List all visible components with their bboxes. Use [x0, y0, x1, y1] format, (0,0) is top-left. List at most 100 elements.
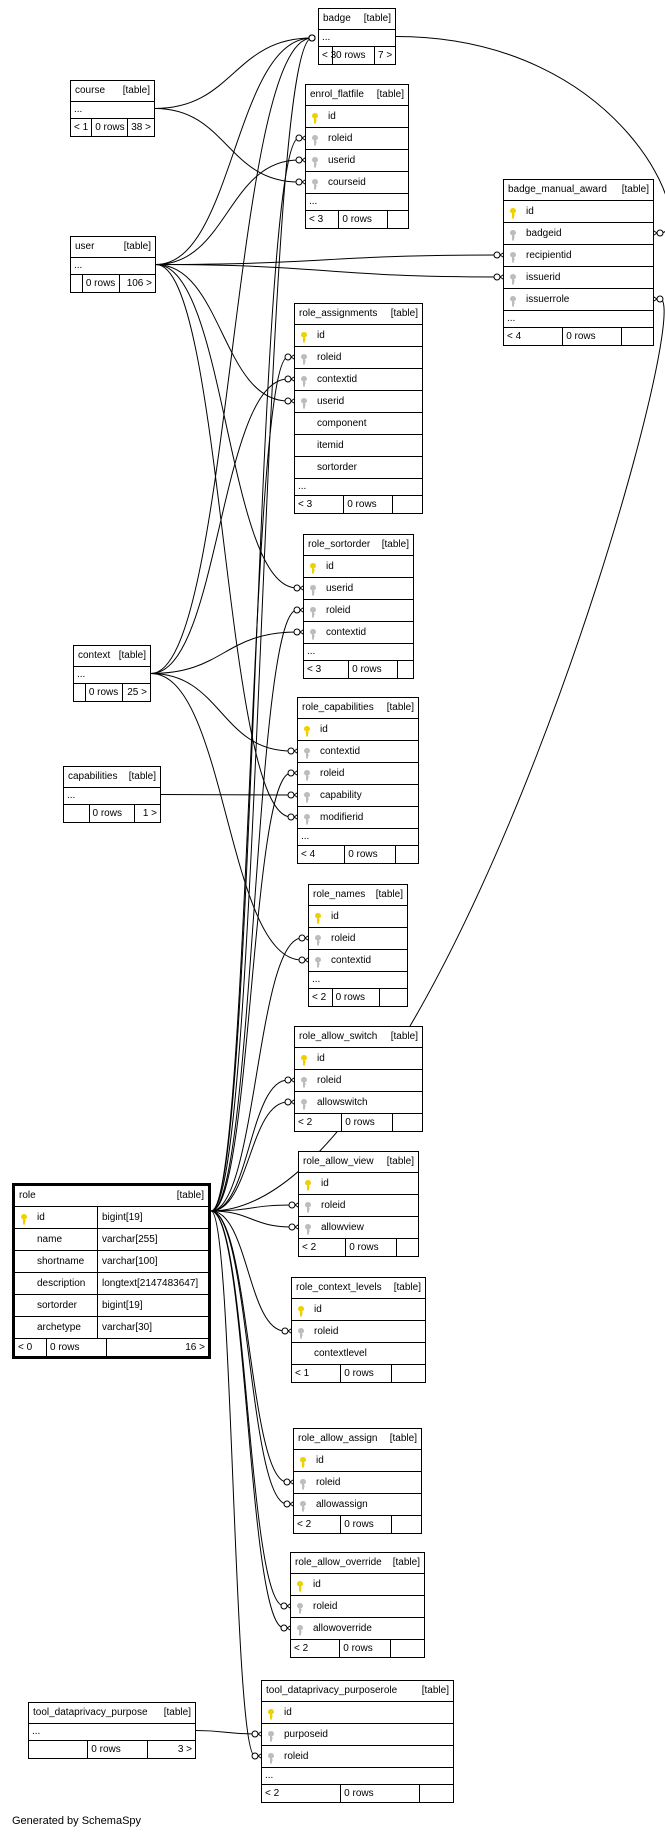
column-row[interactable]: roleid [298, 763, 418, 785]
children-count[interactable]: 1 > [142, 808, 157, 819]
parents-count[interactable]: < 1 [292, 1365, 342, 1382]
column-row[interactable]: roleid [294, 1472, 421, 1494]
table-name[interactable]: context [78, 650, 111, 661]
table-name[interactable]: course [75, 85, 106, 96]
column-row[interactable]: allowview [299, 1217, 418, 1239]
column-row[interactable]: issuerrole [504, 289, 653, 311]
column-row[interactable]: contextlevel [292, 1343, 425, 1365]
parents-count[interactable]: < 2 [262, 1785, 342, 1802]
column-row[interactable]: roleid [306, 128, 408, 150]
column-row[interactable]: userid [304, 578, 413, 600]
children-count[interactable] [392, 1516, 421, 1533]
children-count[interactable] [391, 1640, 424, 1657]
parents-count[interactable] [64, 805, 90, 822]
parents-count[interactable]: < 4 [298, 846, 346, 863]
column-row[interactable]: roleid [309, 928, 407, 950]
column-row[interactable]: contextid [304, 622, 413, 644]
column-row[interactable]: component [295, 413, 422, 435]
column-row[interactable]: id [295, 325, 422, 347]
children-count[interactable]: 38 > [131, 122, 151, 133]
column-row[interactable]: recipientid [504, 245, 653, 267]
column-row[interactable]: contextid [309, 950, 407, 972]
column-row[interactable]: capability [298, 785, 418, 807]
parents-count[interactable]: < 2 [294, 1516, 342, 1533]
table-name[interactable]: role_assignments [299, 308, 378, 319]
column-row[interactable]: id [291, 1574, 424, 1596]
parents-count[interactable]: < 4 [504, 328, 564, 345]
parents-count[interactable] [29, 1741, 89, 1758]
parents-count[interactable]: < 1 [71, 119, 93, 136]
table-name[interactable]: role_names [313, 889, 366, 900]
column-row[interactable]: id [304, 556, 413, 578]
children-count[interactable] [380, 989, 407, 1006]
column-row[interactable]: contextid [295, 369, 422, 391]
column-row[interactable]: roleid [291, 1596, 424, 1618]
parents-count[interactable]: < 3 [319, 47, 336, 64]
column-row[interactable]: roleid [295, 347, 422, 369]
column-row[interactable]: userid [295, 391, 422, 413]
column-row[interactable]: roleid [262, 1746, 453, 1768]
children-count[interactable]: 106 > [126, 278, 152, 289]
column-row[interactable]: roleid [304, 600, 413, 622]
column-row[interactable]: allowoverride [291, 1618, 424, 1640]
table-name[interactable]: role [19, 1190, 36, 1201]
column-row[interactable]: issuerid [504, 267, 653, 289]
parents-count[interactable]: < 3 [304, 661, 350, 678]
parents-count[interactable]: < 2 [299, 1239, 347, 1256]
children-count[interactable] [420, 1785, 453, 1802]
column-row[interactable]: roleid [299, 1195, 418, 1217]
children-count[interactable] [393, 496, 422, 513]
parents-count[interactable]: < 3 [295, 496, 345, 513]
children-count[interactable]: 16 > [185, 1342, 205, 1353]
column-row[interactable]: modifierid [298, 807, 418, 829]
column-row[interactable]: id [299, 1173, 418, 1195]
column-row[interactable]: id [504, 201, 653, 223]
column-row[interactable]: allowassign [294, 1494, 421, 1516]
column-row[interactable]: sortorder [295, 457, 422, 479]
children-count[interactable] [398, 661, 413, 678]
children-count[interactable] [392, 1365, 425, 1382]
column-row[interactable]: userid [306, 150, 408, 172]
children-count[interactable]: 7 > [378, 50, 393, 61]
table-name[interactable]: enrol_flatfile [310, 89, 364, 100]
column-row[interactable]: purposeid [262, 1724, 453, 1746]
column-row[interactable]: itemid [295, 435, 422, 457]
table-name[interactable]: tool_dataprivacy_purpose [33, 1707, 148, 1718]
column-row[interactable]: roleid [295, 1070, 422, 1092]
children-count[interactable] [393, 1114, 422, 1131]
table-name[interactable]: badge_manual_award [508, 184, 607, 195]
table-name[interactable]: badge [323, 13, 351, 24]
parents-count[interactable] [74, 684, 86, 701]
column-row[interactable]: id [298, 719, 418, 741]
column-row[interactable]: id [262, 1702, 453, 1724]
table-name[interactable]: tool_dataprivacy_purposerole [266, 1685, 398, 1696]
table-tool-dataprivacy-purpose[interactable]: tool_dataprivacy_purpose[table]...0 rows… [28, 1702, 196, 1759]
column-row[interactable]: badgeid [504, 223, 653, 245]
table-name[interactable]: role_allow_override [295, 1557, 382, 1568]
parents-count[interactable]: < 0 [15, 1339, 47, 1356]
children-count[interactable] [396, 846, 418, 863]
children-count[interactable]: 25 > [127, 687, 147, 698]
column-row[interactable]: allowswitch [295, 1092, 422, 1114]
children-count[interactable] [388, 211, 408, 228]
column-row[interactable]: id [294, 1450, 421, 1472]
column-row[interactable]: id [306, 106, 408, 128]
table-name[interactable]: role_allow_assign [298, 1433, 378, 1444]
